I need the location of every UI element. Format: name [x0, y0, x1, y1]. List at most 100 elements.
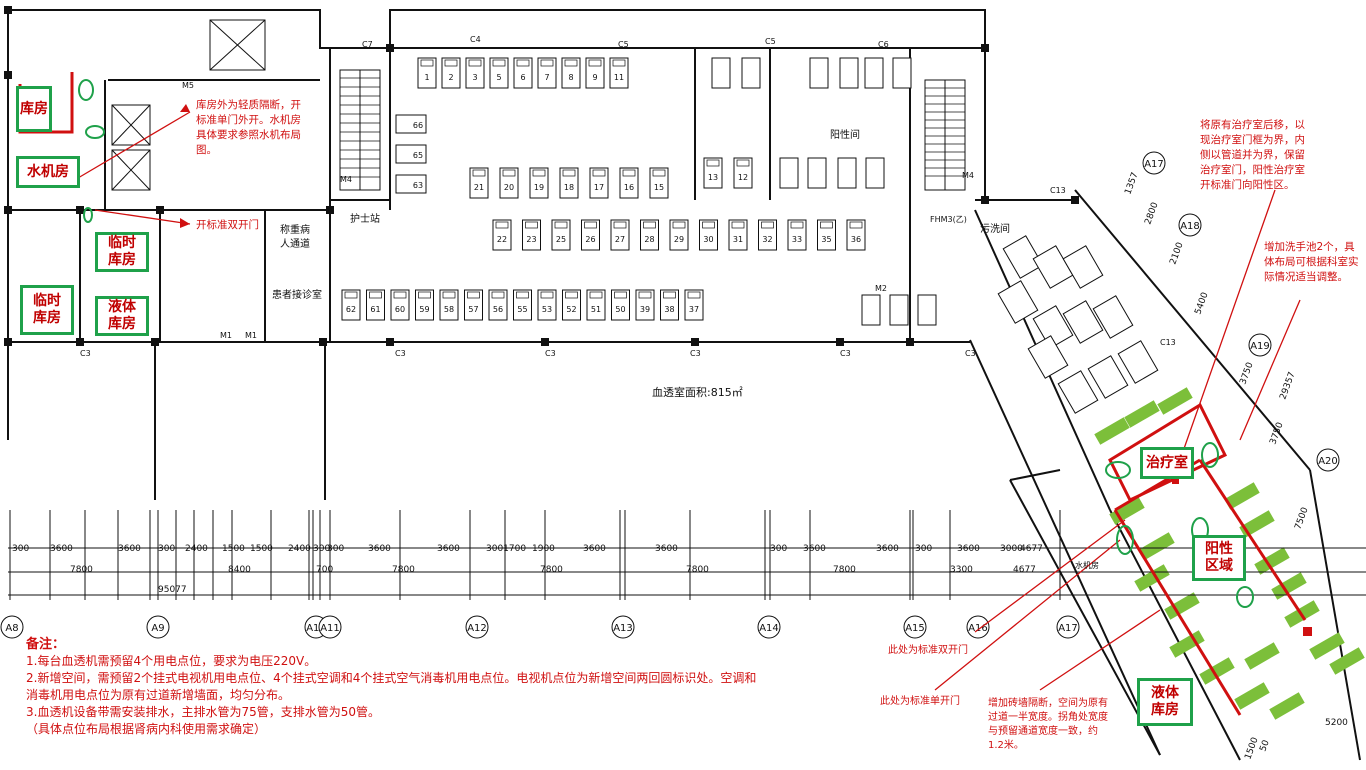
dim-label: 700: [316, 565, 333, 575]
positive-bed: [1271, 572, 1307, 600]
column-code: C3: [545, 349, 556, 358]
bed-number: 35: [821, 235, 831, 244]
positive-bed: [1164, 592, 1200, 620]
structural-column: [4, 338, 12, 346]
dialysis-bed: [1117, 340, 1159, 384]
dialysis-bed: [711, 57, 731, 89]
dim-label: 3600: [368, 544, 391, 554]
dialysis-bed: [1032, 245, 1074, 289]
axis-bubble: A17: [1056, 615, 1080, 639]
dim-label-right: 3750: [1238, 361, 1255, 386]
bed-number: 58: [444, 305, 454, 314]
structural-column: [76, 206, 84, 214]
svg-text:A17: A17: [1144, 159, 1164, 170]
bed-number: 28: [644, 235, 654, 244]
positive-area-label: 阳性 区域: [1192, 535, 1246, 581]
structural-column: [386, 44, 394, 52]
structural-column: [76, 338, 84, 346]
column-code: C3: [840, 349, 851, 358]
svg-text:A14: A14: [759, 623, 779, 634]
bed-number: 22: [497, 235, 507, 244]
storage-note: 库房外为轻质隔断，开标准单门外开。水机房具体要求参照水机布局图。: [196, 99, 301, 156]
axis-bubble: A13: [611, 615, 635, 639]
bed-number: 37: [689, 305, 699, 314]
bed-number: 20: [504, 183, 514, 192]
dialysis-bed: 35: [817, 219, 836, 251]
dim-label: 3001700: [486, 544, 526, 554]
nurse-station-label: 护士站: [350, 212, 380, 225]
positive-bed: [1254, 547, 1290, 575]
axis-bubble: A9: [146, 615, 170, 639]
dialysis-bed: 32: [758, 219, 777, 251]
bed-number: 13: [708, 173, 718, 182]
dialysis-bed: [741, 57, 761, 89]
column-code: C5: [765, 37, 776, 46]
dialysis-bed: 66: [395, 114, 427, 134]
bed-number: 18: [564, 183, 574, 192]
column-code: M1: [220, 331, 232, 340]
positive-bed: [1269, 692, 1305, 720]
structural-column: [4, 206, 12, 214]
dim-label: 7800: [686, 565, 709, 575]
structural-column: [326, 206, 334, 214]
bed-number: 25: [556, 235, 566, 244]
remarks-line-2: 2.新增空间，需预留2个挂式电视机用电点位、4个挂式空调和4个挂式空气消毒机用电…: [26, 671, 757, 702]
dim-label-right: 2800: [1143, 201, 1160, 226]
dim-label: 3600: [583, 544, 606, 554]
dialysis-bed: [1032, 305, 1074, 349]
liquid-storage-label-left: 液体 库房: [95, 296, 149, 336]
dim-label-right: 7500: [1293, 506, 1310, 531]
positive-bed: [1169, 630, 1205, 658]
dialysis-bed: 51: [586, 289, 606, 321]
column-code: M4: [340, 175, 352, 184]
structural-column: [981, 44, 989, 52]
bed-number: 56: [493, 305, 503, 314]
column-code: FHM3(乙): [930, 215, 967, 224]
svg-text:A11: A11: [320, 623, 340, 634]
dialysis-bed: 6: [513, 57, 533, 89]
dialysis-bed: 5: [489, 57, 509, 89]
water-machine-small-label: 水机房: [1075, 560, 1099, 570]
bed-number: 29: [674, 235, 684, 244]
structural-column: [386, 338, 394, 346]
svg-text:A9: A9: [151, 623, 164, 634]
dialysis-bed: 65: [395, 144, 427, 164]
column-code: C13: [1160, 338, 1176, 347]
positive-bed: [1139, 532, 1175, 560]
dialysis-bed: [1087, 355, 1129, 399]
dim-label: 1500: [250, 544, 273, 554]
dialysis-bed: 57: [464, 289, 483, 321]
dialysis-bed: [807, 157, 827, 189]
bed-number: 53: [542, 305, 552, 314]
axis-bubble: A11: [318, 615, 342, 639]
dialysis-bed: 53: [537, 289, 557, 321]
remarks-line-1: 1.每台血透机需预留4个用电点位，要求为电压220V。: [26, 654, 317, 668]
dim-label-right: 50: [1258, 739, 1271, 753]
dialysis-bed: [1027, 335, 1069, 379]
column-code: C7: [362, 40, 373, 49]
treatment-room-label: 治疗室: [1140, 447, 1194, 479]
dialysis-bed: [1062, 300, 1104, 344]
bed-number: 21: [474, 183, 484, 192]
weigh-passage-label: 称重病 人通道: [280, 225, 310, 250]
dialysis-bed: 12: [733, 157, 753, 189]
bed-number: 52: [566, 305, 576, 314]
machine-room-label: 水机房: [16, 156, 80, 188]
bed-number: 36: [851, 235, 861, 244]
dialysis-bed: [997, 280, 1039, 324]
dim-label: 3600: [803, 544, 826, 554]
sink-note: 增加洗手池2个，具体布局可根据科室实际情况适当调整。: [1264, 241, 1359, 283]
dialysis-bed: 28: [640, 219, 659, 251]
axis-bubble: A14: [757, 615, 781, 639]
svg-text:A15: A15: [905, 623, 925, 634]
bed-number: 30: [703, 235, 713, 244]
dialysis-bed: 61: [366, 289, 385, 321]
bed-number: 63: [413, 181, 423, 190]
positive-bed: [1309, 632, 1345, 660]
axis-bubble: A8: [0, 615, 24, 639]
dim-label-right: 1357: [1123, 171, 1140, 196]
remarks-line-3: 3.血透机设备带需安装排水，主排水管为75管，支排水管为50管。: [26, 705, 380, 719]
dim-label: 3600: [118, 544, 141, 554]
dim-label: 2400: [288, 544, 311, 554]
